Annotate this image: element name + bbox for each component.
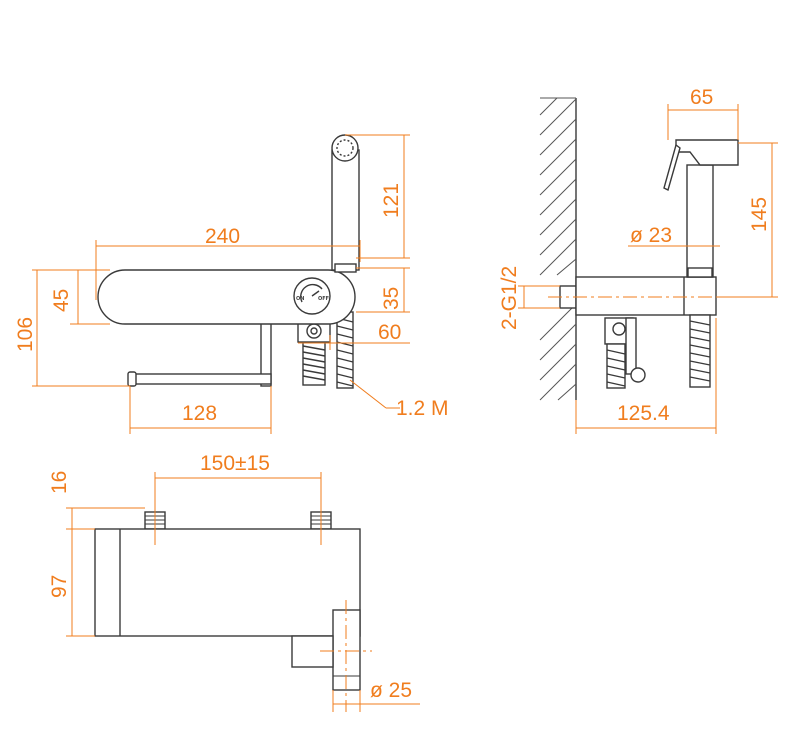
front-view: ON OFF 240 45 106 121 [14,134,449,434]
hose-right [336,311,354,389]
wall [539,97,577,401]
dim-106: 106 [14,317,37,352]
hose-length-label: 1.2 M [396,397,449,420]
switch-on-label: ON [296,296,304,302]
dim-thread: 2-G1/2 [498,266,521,330]
dim-60: 60 [378,321,401,344]
hose-left [302,339,326,386]
dim-45: 45 [50,289,73,312]
hand-shower [331,134,360,273]
side-hose [689,314,711,388]
switch-off-label: OFF [318,296,329,302]
side-hand-shower [663,139,739,278]
dim-145: 145 [748,197,771,232]
side-body [575,276,717,316]
dim-35: 35 [380,287,403,310]
switch-knob: ON OFF [293,277,331,315]
dim-65: 65 [690,86,713,109]
top-view: 150±15 16 97 ø 25 [48,452,420,712]
dim-121: 121 [380,183,403,218]
top-body [94,528,361,637]
paper-holder [127,321,272,387]
dim-diameter-23: ø 23 [630,224,672,247]
side-view: 65 145 ø 23 2-G1/2 125.4 [498,86,778,434]
dim-16: 16 [48,471,71,494]
dim-125-4: 125.4 [617,402,670,425]
dim-150-15: 150±15 [200,452,270,475]
dim-97: 97 [48,575,71,598]
dim-diameter-25: ø 25 [370,679,412,702]
side-handle [604,317,646,389]
mixer-body [97,269,356,325]
dim-240: 240 [205,225,240,248]
dim-128: 128 [182,402,217,425]
